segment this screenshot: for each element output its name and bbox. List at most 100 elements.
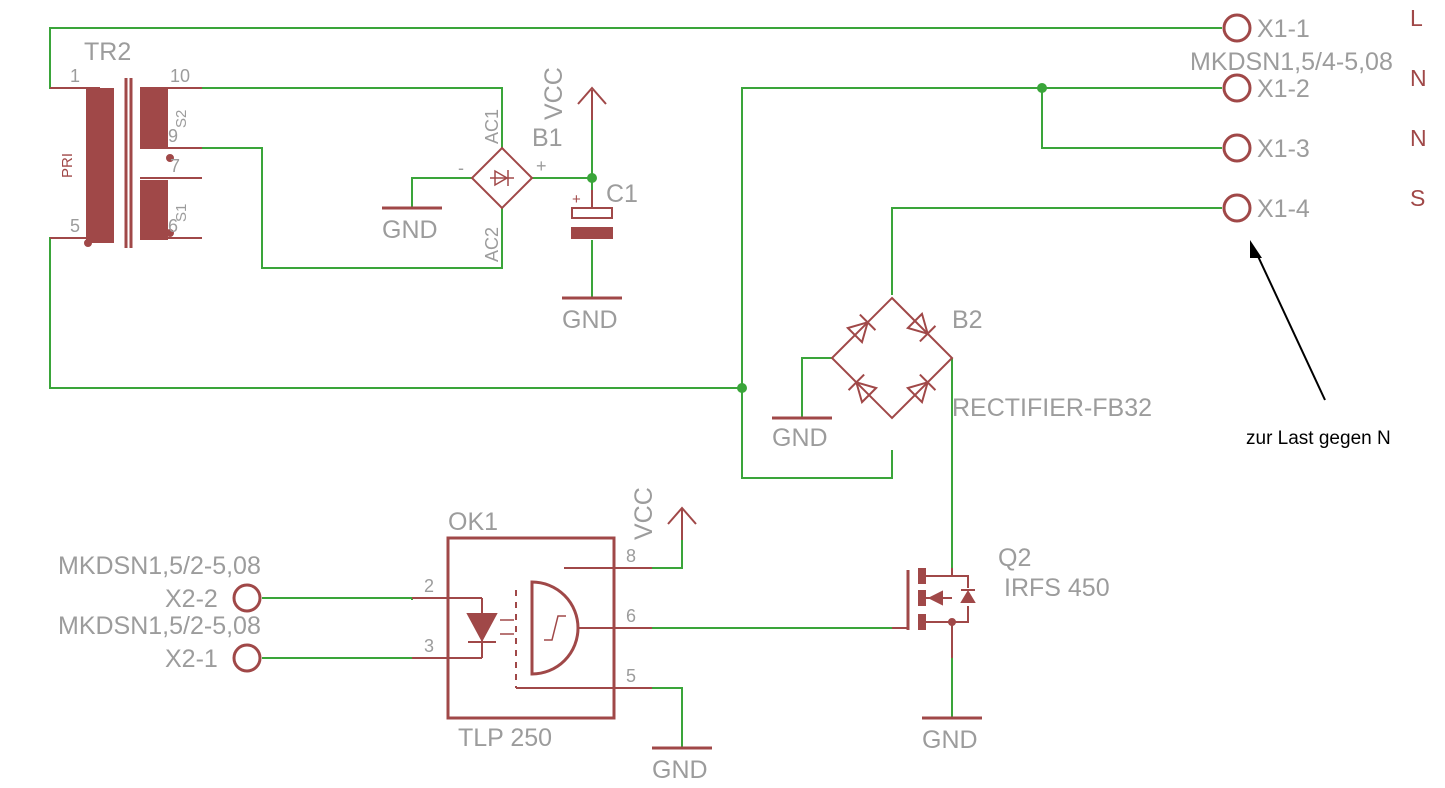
b1-ac2: AC2 [482, 227, 502, 262]
bridge-b2-diode-tl [845, 313, 877, 345]
q2-dot [948, 618, 956, 626]
b2-ref: B2 [952, 306, 983, 334]
terminal-x1-1 [1222, 13, 1252, 43]
junction-vcc [587, 173, 597, 183]
tr2-pin-5: 5 [70, 216, 80, 236]
annotation-text: zur Last gegen N [1246, 428, 1391, 449]
junction-x1-2 [1037, 83, 1047, 93]
wire-x1-1-to-tr2-pin1 [49, 27, 1222, 89]
q2-drain-lead [926, 575, 969, 588]
q2-arrow [927, 590, 943, 606]
transformer-dot [84, 239, 92, 247]
b1-ac1: AC1 [482, 109, 502, 144]
ok1-pin-5: 5 [626, 666, 636, 686]
q2-part: IRFS 450 [1004, 574, 1110, 602]
transformer-dot [166, 229, 174, 237]
x1-pin-4-name: X1-4 [1257, 195, 1310, 223]
tr2-pin-9: 9 [168, 126, 178, 146]
gnd-label-q2: GND [922, 726, 978, 754]
q2-channel-1 [918, 568, 926, 584]
ok1-detector [530, 580, 580, 676]
capacitor-c1-plate-neg [571, 227, 613, 239]
transformer-dot [166, 154, 174, 162]
tr2-pin-7: 7 [170, 156, 180, 176]
terminal-x1-2 [1222, 73, 1252, 103]
tr2-winding-pri: PRI [59, 153, 76, 178]
components [50, 13, 1252, 750]
b1-minus: - [458, 158, 464, 178]
terminal-x2-1 [232, 643, 262, 673]
x1-pin-1-name: X1-1 [1257, 15, 1310, 43]
bridge-b2-diode-bl [847, 373, 879, 405]
vcc-symbol-bottom [667, 506, 697, 540]
ok1-pin-3: 3 [424, 636, 434, 656]
x1-pin-1-letter: L [1410, 5, 1423, 31]
tr2-pin-1: 1 [70, 66, 80, 86]
x2-2-name: X2-2 [165, 585, 218, 613]
x1-pin-2-name: X1-2 [1257, 75, 1310, 103]
q2-channel-2 [918, 590, 926, 606]
wire-tr2-pin10-to-ac1 [202, 87, 503, 148]
x2-1-name: X2-1 [165, 645, 218, 673]
wire-x2-2-to-ok1-pin2 [262, 597, 413, 600]
gnd-label-b1: GND [382, 216, 438, 244]
capacitor-c1-plate-pos [571, 207, 613, 219]
q2-diode [960, 590, 976, 603]
transformer-primary-core [86, 88, 114, 243]
wire-tr2-pin5-to-b2 [49, 237, 742, 389]
tr2-winding-s2: S2 [173, 110, 190, 128]
wire-ok1-pin8-to-vcc [652, 538, 683, 569]
tr2-pin-6: 6 [168, 216, 178, 236]
c1-ref: C1 [606, 180, 638, 208]
junction-b2-left [737, 383, 747, 393]
x1-pin-3-name: X1-3 [1257, 135, 1310, 163]
bridge-b2-diode-tr [905, 311, 937, 343]
gnd-label-ok1: GND [652, 756, 708, 784]
bridge-b1-diode-arrow [494, 169, 509, 187]
transformer-s2-core [140, 88, 168, 148]
ok1-schmitt [544, 615, 566, 641]
wire-b1-minus-to-gnd [411, 177, 472, 208]
q2-source-lead [926, 606, 969, 623]
terminal-x1-4 [1222, 193, 1252, 223]
junctions [587, 83, 1047, 393]
vcc-label-bottom: VCC [630, 487, 658, 540]
wire-ok1-pin5-to-gnd [652, 687, 683, 748]
wire-x1-2-net [741, 87, 1222, 479]
x2-2-part: MKDSN1,5/2-5,08 [58, 552, 261, 580]
bridge-b2-body [830, 296, 954, 420]
gnd-label-b2: GND [772, 424, 828, 452]
c1-plus: + [572, 191, 581, 208]
annotation-arrow [1250, 240, 1326, 401]
tr2-winding-s1: S1 [173, 204, 190, 222]
ok1-pin-2: 2 [424, 576, 434, 596]
x1-pin-2-letter: N [1410, 65, 1427, 91]
ok1-led-triangle [466, 613, 498, 643]
terminal-x1-3 [1222, 133, 1252, 163]
b1-plus: + [536, 156, 547, 176]
bridge-b1-body [470, 146, 534, 210]
tr2-pin-10: 10 [170, 66, 190, 86]
q2-channel-3 [918, 614, 926, 630]
terminal-x2-2 [232, 583, 262, 613]
wire-x1-2-to-x1-3 [1041, 88, 1222, 149]
q2-ref: Q2 [998, 544, 1031, 572]
vcc-symbol-top [577, 86, 607, 120]
ok1-ref: OK1 [448, 508, 498, 536]
ok1-part: TLP 250 [458, 724, 552, 752]
x1-pin-4-letter: S [1410, 185, 1425, 211]
vcc-label-top: VCC [540, 67, 568, 120]
gnd-label-c1: GND [562, 306, 618, 334]
x1-pin-3-letter: N [1410, 125, 1427, 151]
x1-part: MKDSN1,5/4-5,08 [1190, 48, 1393, 76]
transformer-s1-core [140, 180, 168, 240]
b1-ref: B1 [532, 124, 563, 152]
wires [49, 27, 1222, 748]
wire-tr2-pin9-to-ac2 [202, 147, 503, 269]
ok1-pin-8: 8 [626, 546, 636, 566]
wire-b2-to-gnd [801, 357, 832, 418]
ok1-pin-6: 6 [626, 606, 636, 626]
wire-x1-4-to-b2 [891, 207, 1222, 295]
b2-part: RECTIFIER-FB32 [952, 394, 1152, 422]
